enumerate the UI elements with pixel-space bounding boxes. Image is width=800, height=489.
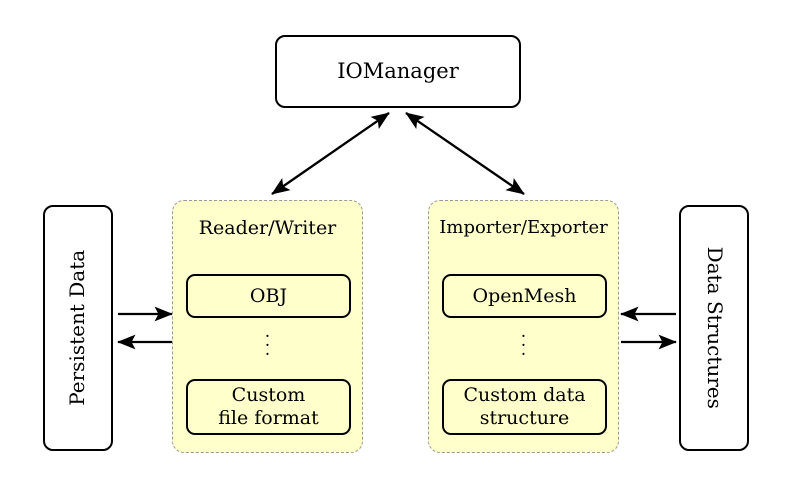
io-manager-label: IOManager [337, 59, 459, 84]
item-custom-file-format-line1: Custom [231, 384, 306, 407]
item-custom-data-structure-label: Custom data structure [463, 384, 585, 430]
node-io-manager[interactable]: IOManager [275, 35, 521, 108]
arrow-manager-readerwriter [271, 112, 390, 195]
item-openmesh[interactable]: OpenMesh [442, 274, 607, 318]
item-custom-file-format-line2: file format [218, 407, 319, 429]
group-reader-writer-title: Reader/Writer [198, 217, 337, 239]
item-obj[interactable]: OBJ [186, 274, 351, 318]
item-obj-label: OBJ [249, 284, 288, 307]
group-importer-exporter: Importer/Exporter OpenMesh . . . Custom … [428, 200, 619, 453]
arrow-manager-importerexporter [405, 112, 525, 195]
importer-exporter-ellipsis: . . . [520, 322, 527, 360]
group-importer-exporter-title: Importer/Exporter [439, 217, 608, 238]
persistent-data-label: Persistent Data [65, 250, 90, 406]
item-custom-data-structure-line1: Custom data [463, 384, 586, 407]
node-persistent-data[interactable]: Persistent Data [43, 205, 113, 451]
item-custom-file-format[interactable]: Custom file format [186, 379, 351, 435]
group-reader-writer: Reader/Writer OBJ . . . Custom file form… [172, 200, 363, 453]
reader-writer-ellipsis: . . . [264, 322, 271, 360]
item-custom-file-format-label: Custom file format [218, 384, 319, 430]
data-structures-label: Data Structures [702, 246, 727, 410]
node-data-structures[interactable]: Data Structures [679, 205, 749, 451]
item-openmesh-label: OpenMesh [472, 284, 577, 307]
item-custom-data-structure[interactable]: Custom data structure [442, 379, 607, 435]
item-custom-data-structure-line2: structure [479, 407, 570, 429]
